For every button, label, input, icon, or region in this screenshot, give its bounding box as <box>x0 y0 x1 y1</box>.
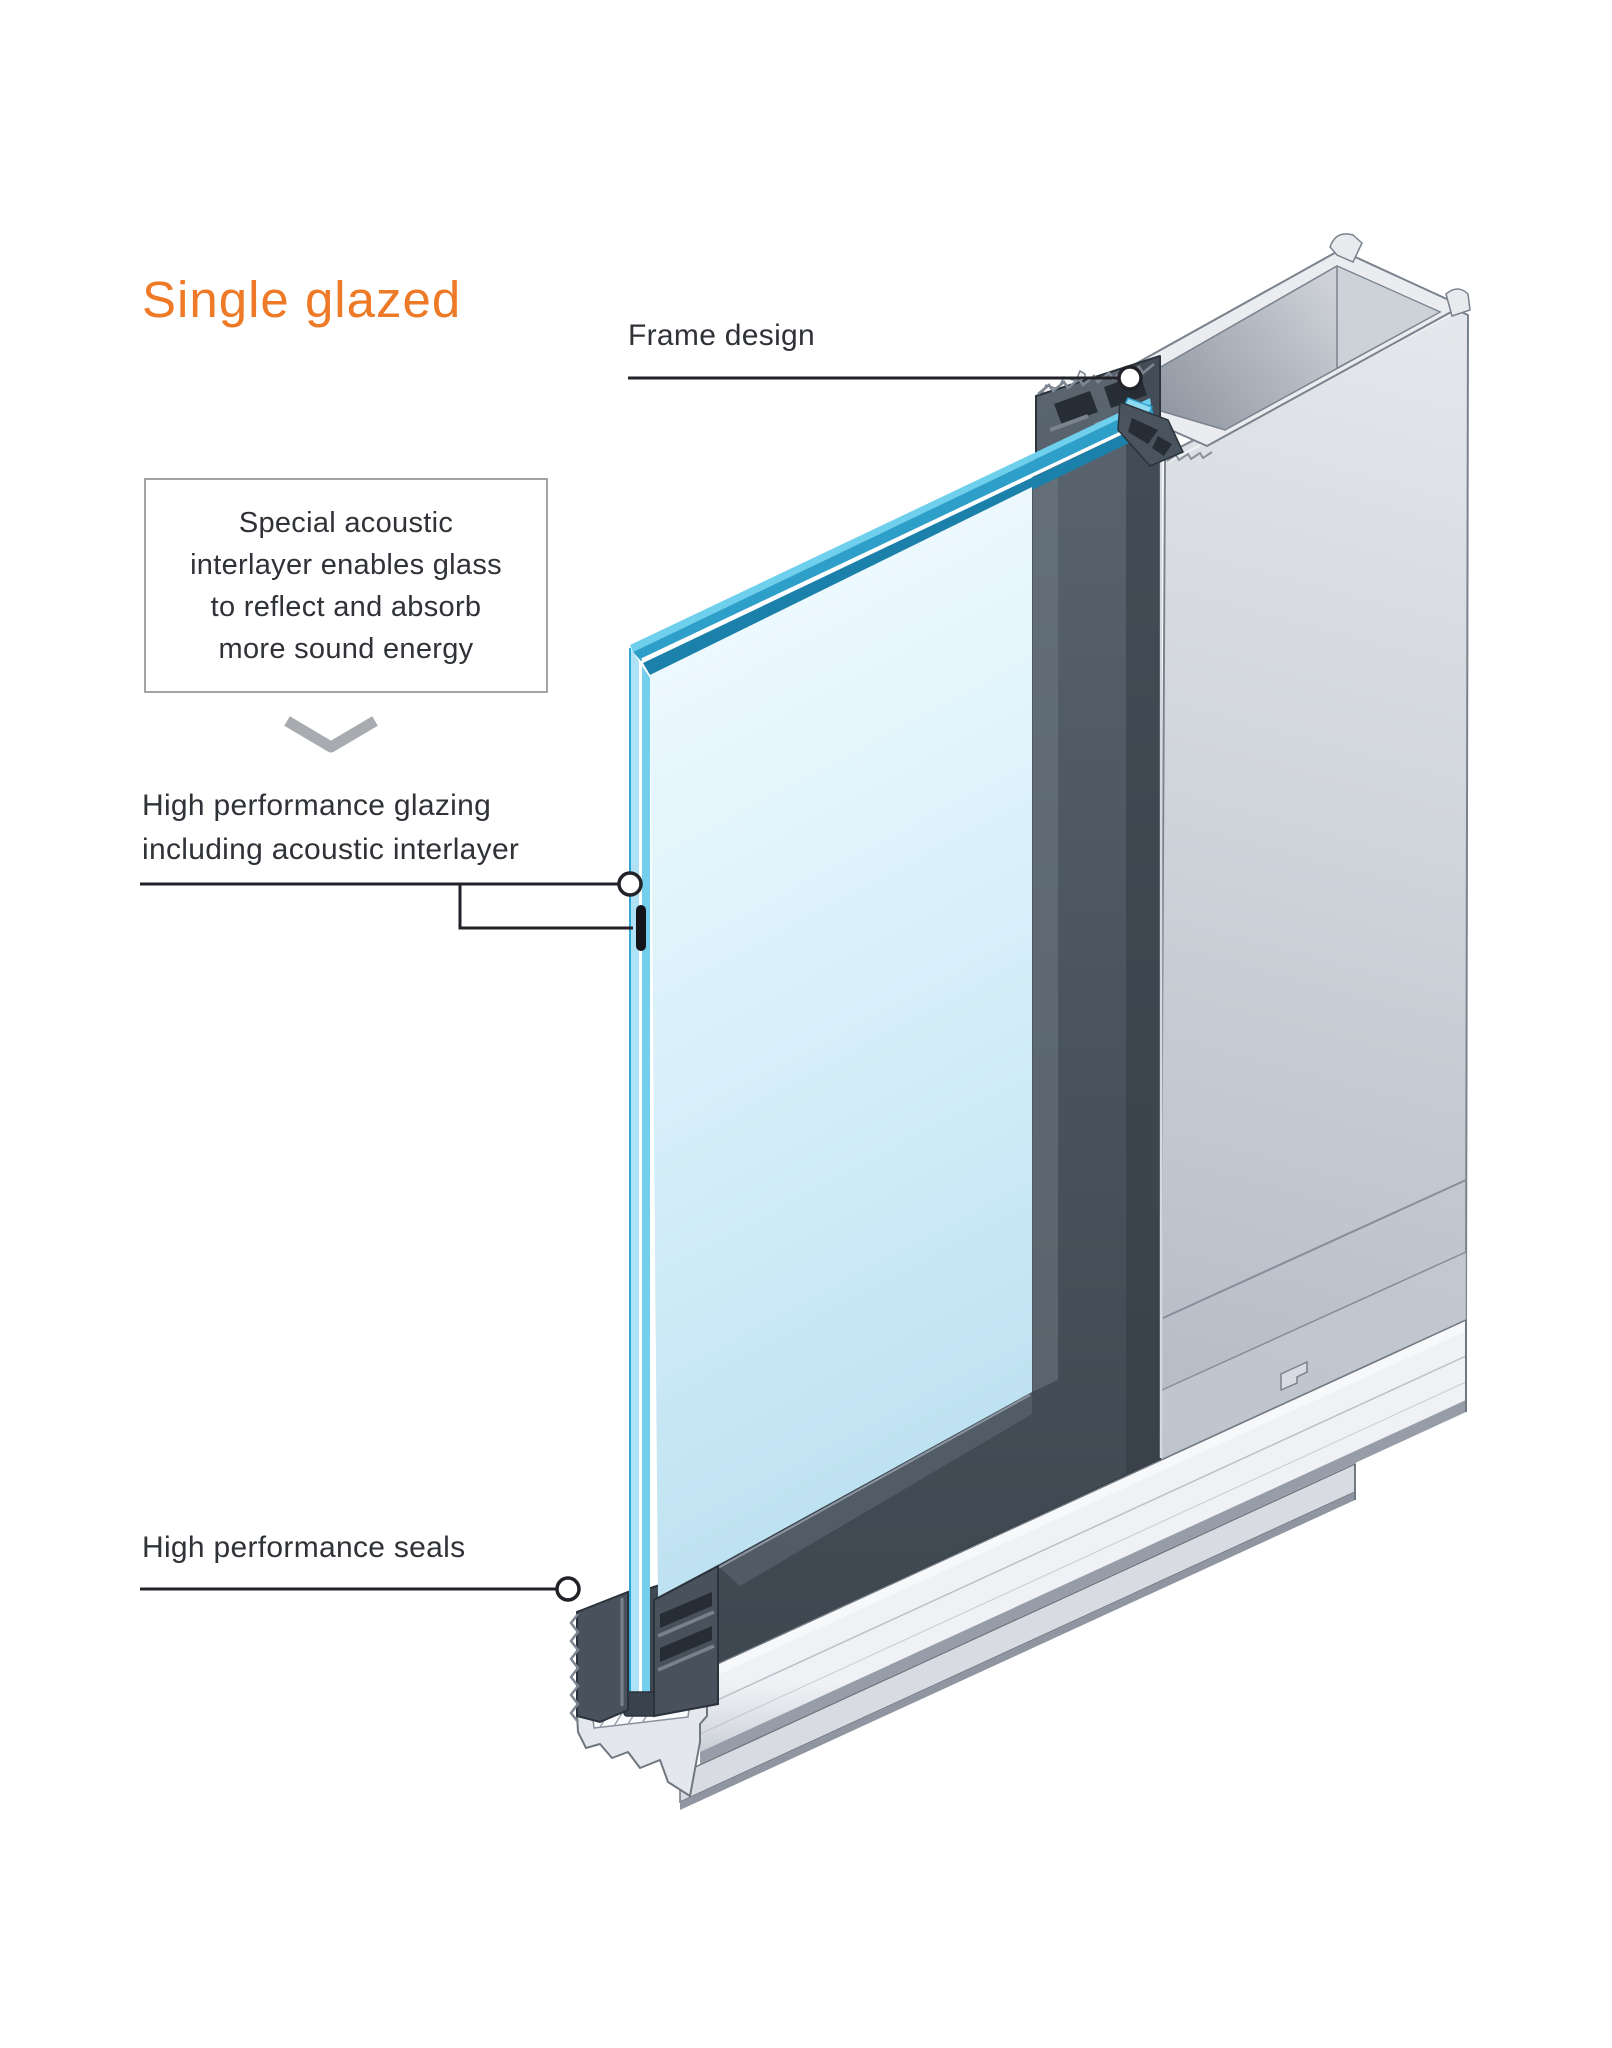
frame-design-label: Frame design <box>628 319 816 352</box>
seal-serration <box>569 1613 580 1723</box>
annotation-graphics <box>140 365 1143 1602</box>
callout-line: to reflect and absorb <box>210 590 482 623</box>
interlayer-top-line <box>641 415 1156 662</box>
glazing-label-line1: High performance glazing <box>142 789 492 822</box>
glazing-leader-branch <box>458 884 633 930</box>
mullion-clip-notch <box>1280 1360 1308 1392</box>
page-title: Single glazed <box>142 271 462 328</box>
head-serration <box>1166 451 1213 462</box>
interlayer-bar-marker <box>636 905 646 951</box>
callout-line: Special acoustic <box>238 506 454 539</box>
frame-gasket <box>576 355 1163 1721</box>
sill-cut-face <box>569 1564 719 1797</box>
seals-label: High performance seals <box>142 1531 466 1564</box>
acoustic-callout-box: Special acoustic interlayer enables glas… <box>144 478 548 693</box>
mullion-profile <box>1159 306 1469 1461</box>
glass-panel <box>629 397 1185 1706</box>
glazing-label-line2: including acoustic interlayer <box>142 833 520 866</box>
head-hook-front <box>1445 288 1471 317</box>
glass-face <box>650 487 1032 1598</box>
sill-profile <box>679 1319 1467 1810</box>
circle-marker <box>617 871 643 897</box>
callout-line: interlayer enables glass <box>190 548 502 581</box>
circle-marker <box>1117 365 1143 391</box>
circle-marker <box>555 1576 581 1602</box>
glazing-label: High performance glazing including acous… <box>142 784 519 872</box>
sill-front-face <box>700 1331 1466 1752</box>
head-hook-back <box>1329 233 1363 263</box>
sill-gasket-left <box>576 1590 629 1724</box>
callout-line: more sound energy <box>218 632 474 665</box>
chevron-down-icon <box>284 716 378 753</box>
mullion-panel-seam <box>1162 1179 1467 1319</box>
